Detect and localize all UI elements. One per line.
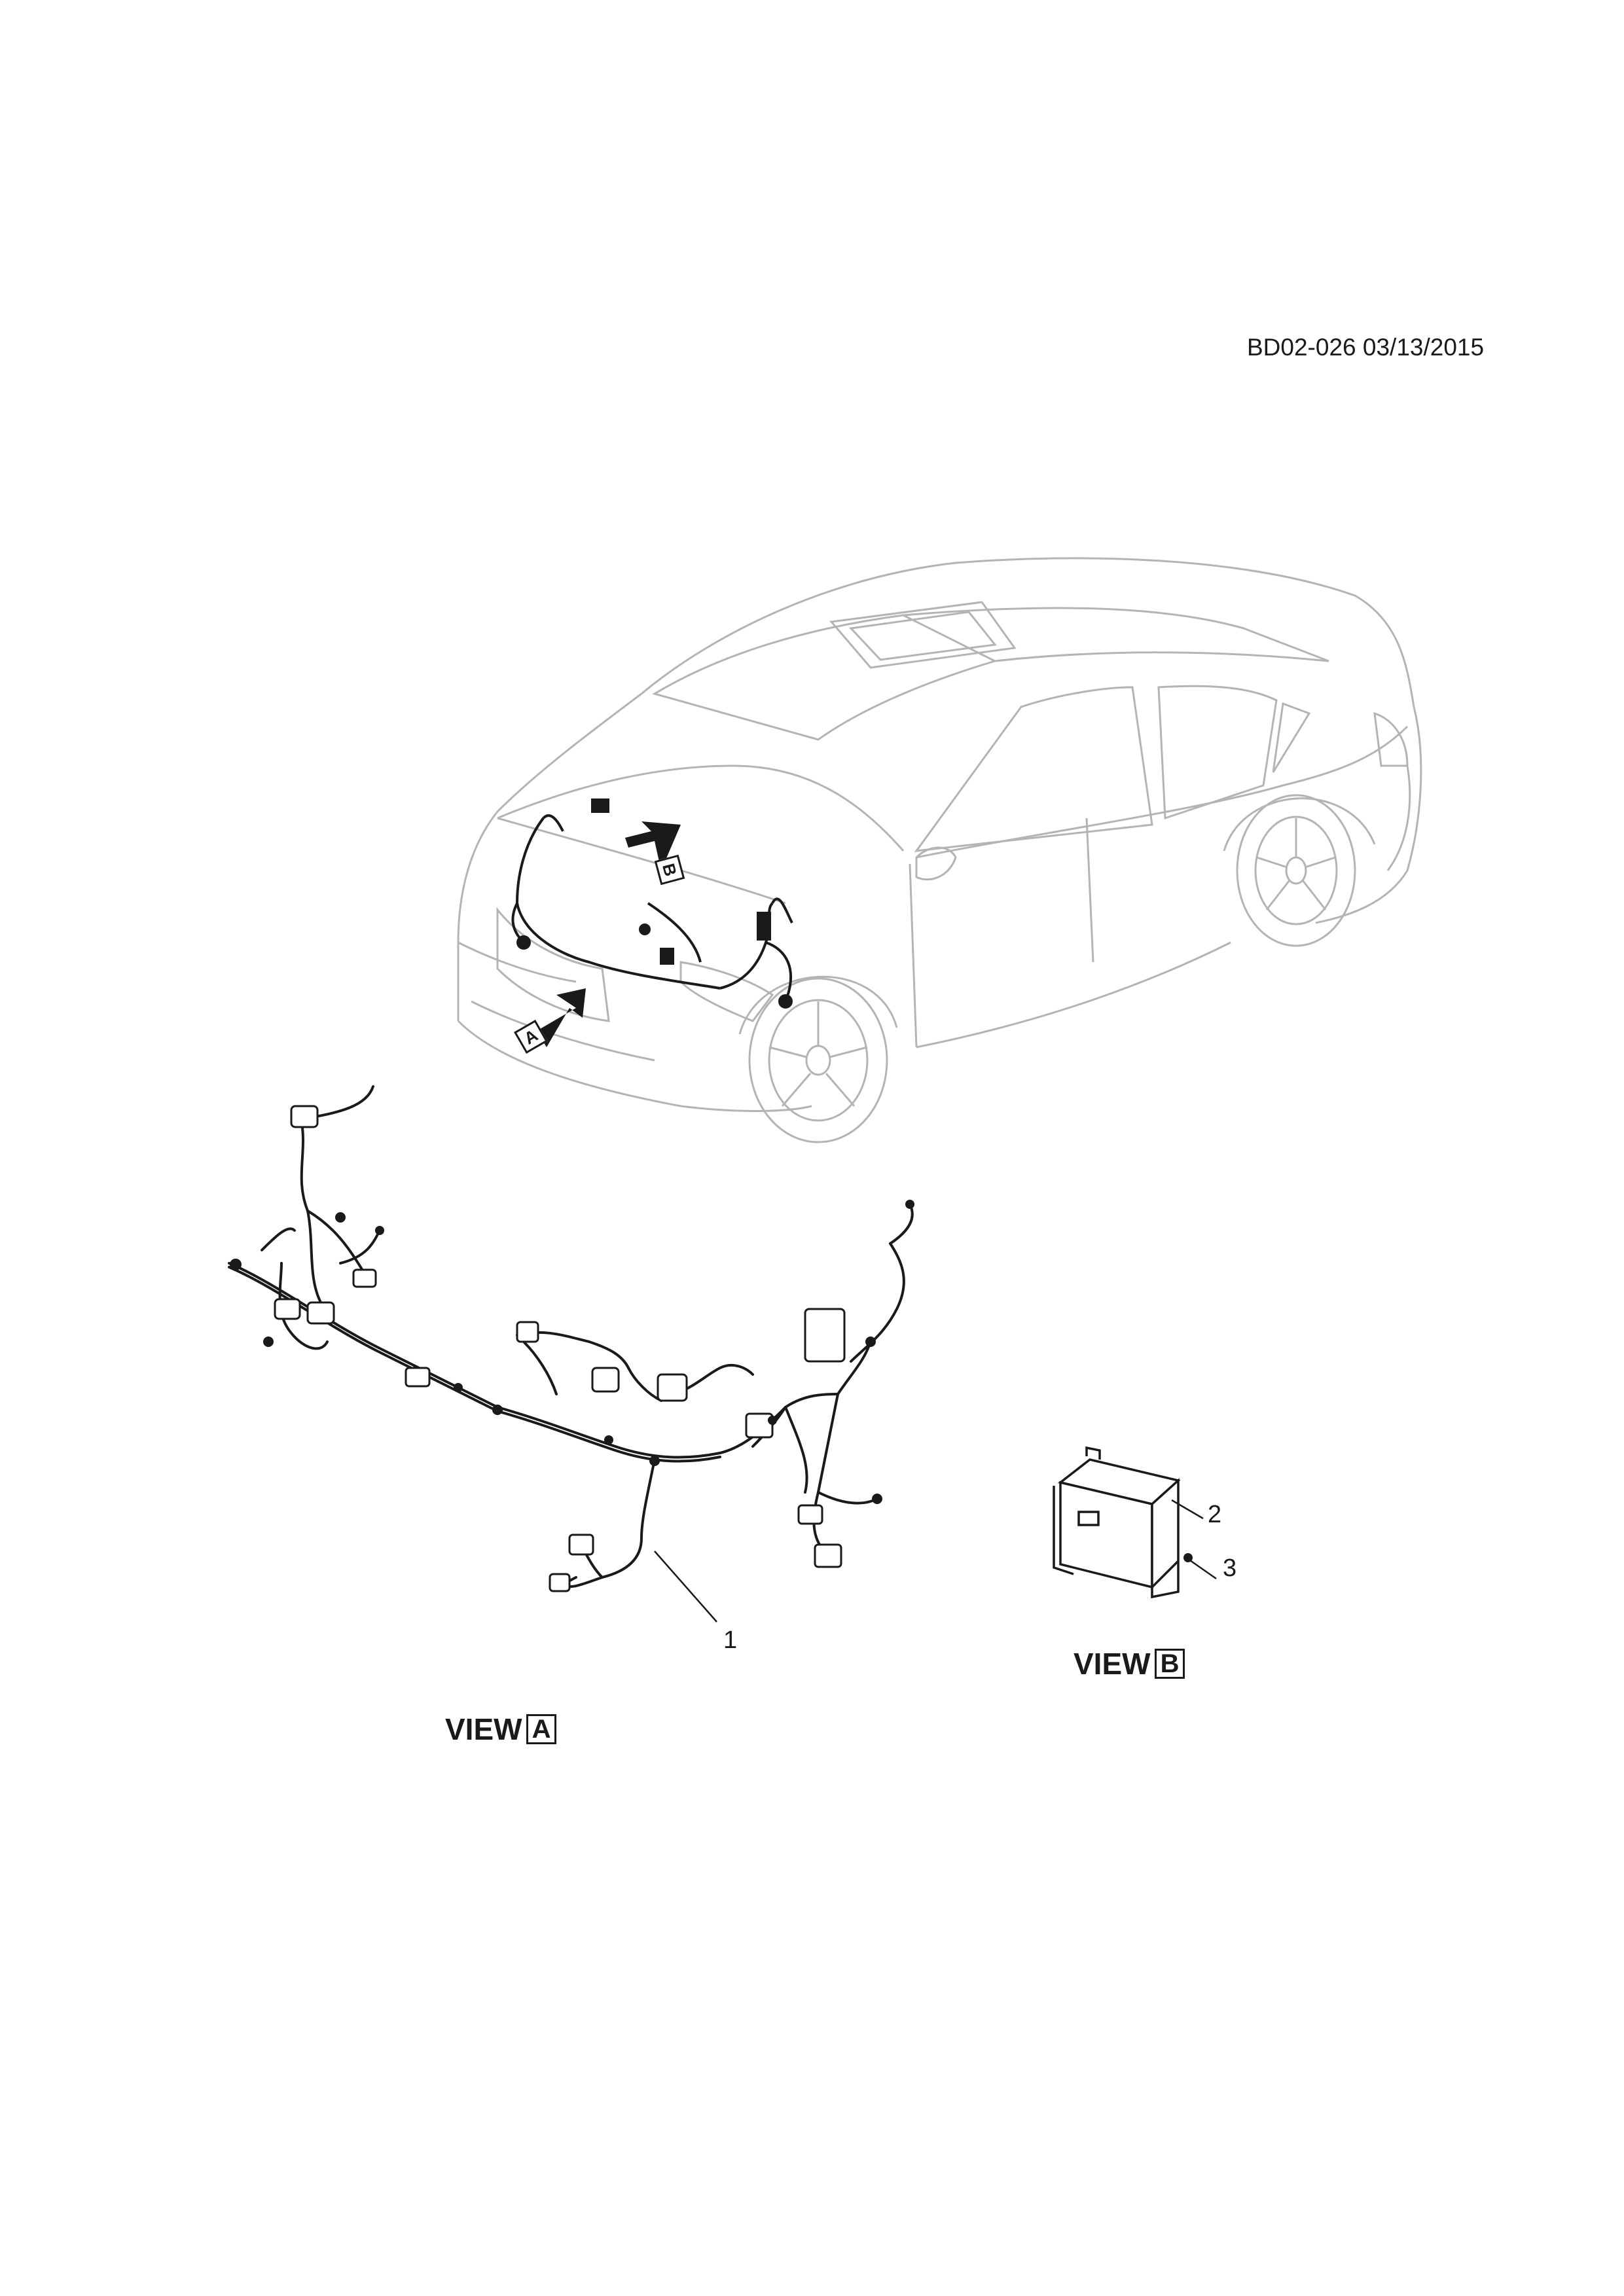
arrow-marker-b-label: B [659, 861, 681, 878]
view-arrow-b [625, 821, 681, 870]
view-b-word: VIEW [1074, 1647, 1151, 1681]
view-b-caption: VIEW B [1074, 1646, 1185, 1681]
view-b-letter: B [1154, 1649, 1185, 1679]
callout-2-leader [1171, 1499, 1204, 1520]
callout-3-leader [1189, 1559, 1217, 1580]
harness-clips [230, 1200, 914, 1504]
callout-1: 1 [723, 1626, 738, 1654]
arrow-marker-a-label: A [520, 1025, 541, 1049]
car-illustration [457, 557, 1422, 1143]
callout-1-leader [654, 1551, 717, 1623]
diagram-reference: BD02-026 03/13/2015 [1247, 334, 1485, 361]
view-arrow-a [537, 988, 586, 1047]
callout-2: 2 [1208, 1501, 1222, 1528]
control-module [1053, 1446, 1181, 1599]
callout-3: 3 [1223, 1554, 1237, 1582]
car-harness-overlay [511, 798, 793, 1009]
view-a-letter: A [526, 1714, 557, 1744]
harness-connectors [274, 1105, 846, 1592]
view-a-caption: VIEW A [445, 1712, 557, 1747]
view-a-word: VIEW [445, 1712, 522, 1746]
